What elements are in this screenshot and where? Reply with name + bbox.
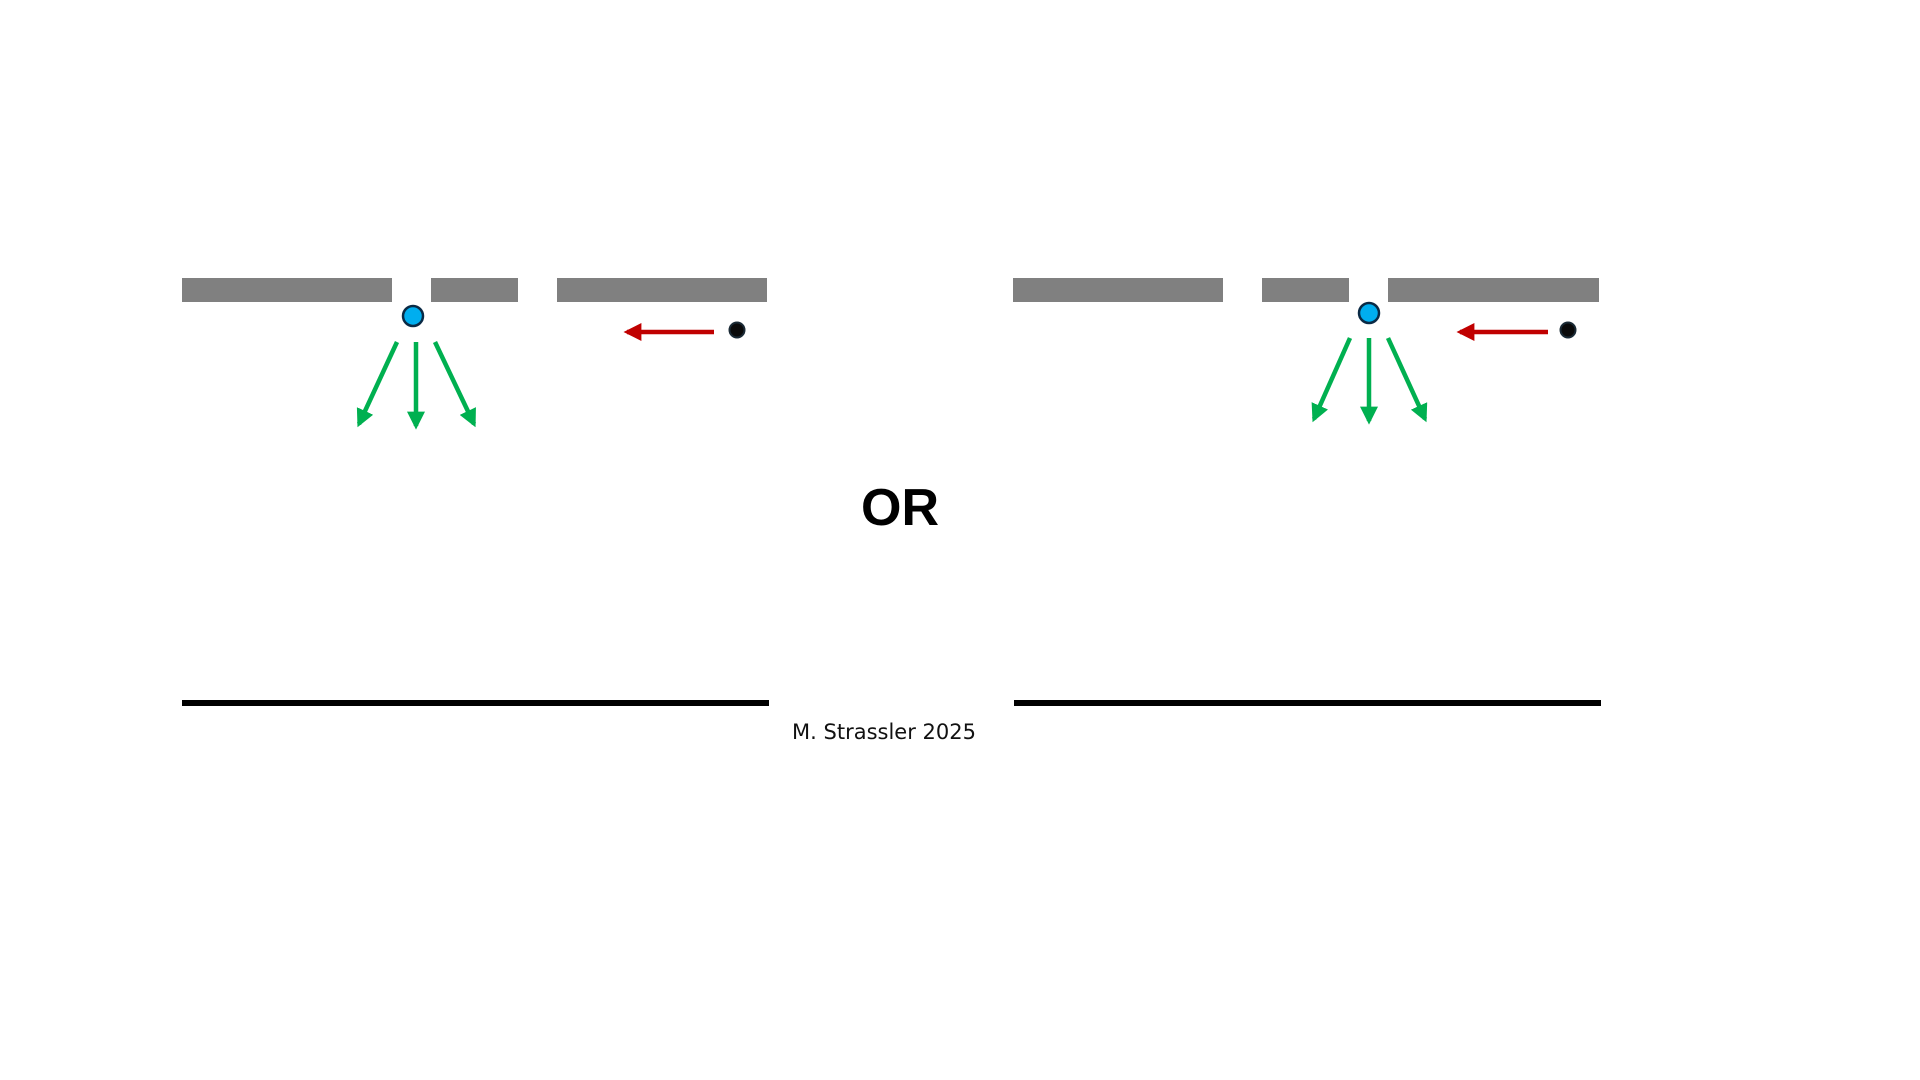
barrier-segment-right-2	[1262, 278, 1349, 302]
right-panel	[1013, 278, 1601, 706]
incoming-particle	[1559, 321, 1577, 339]
barrier-segment-left-2	[431, 278, 518, 302]
outgoing-arrow-right	[432, 341, 477, 428]
outgoing-arrow-right	[1385, 337, 1428, 423]
particle-at-slit	[1357, 301, 1381, 325]
barrier-segment-right-1	[1013, 278, 1223, 302]
left-panel	[182, 278, 769, 706]
credit-text: M. Strassler 2025	[792, 720, 976, 744]
incoming-particle	[728, 321, 746, 339]
particle-at-slit	[401, 304, 425, 328]
outgoing-arrow-left	[1311, 337, 1353, 423]
barrier-segment-left-3	[557, 278, 767, 302]
barrier-segment-left-1	[182, 278, 392, 302]
outgoing-arrow-left	[356, 341, 400, 428]
or-label: OR	[861, 479, 939, 537]
barrier-segment-right-3	[1388, 278, 1599, 302]
